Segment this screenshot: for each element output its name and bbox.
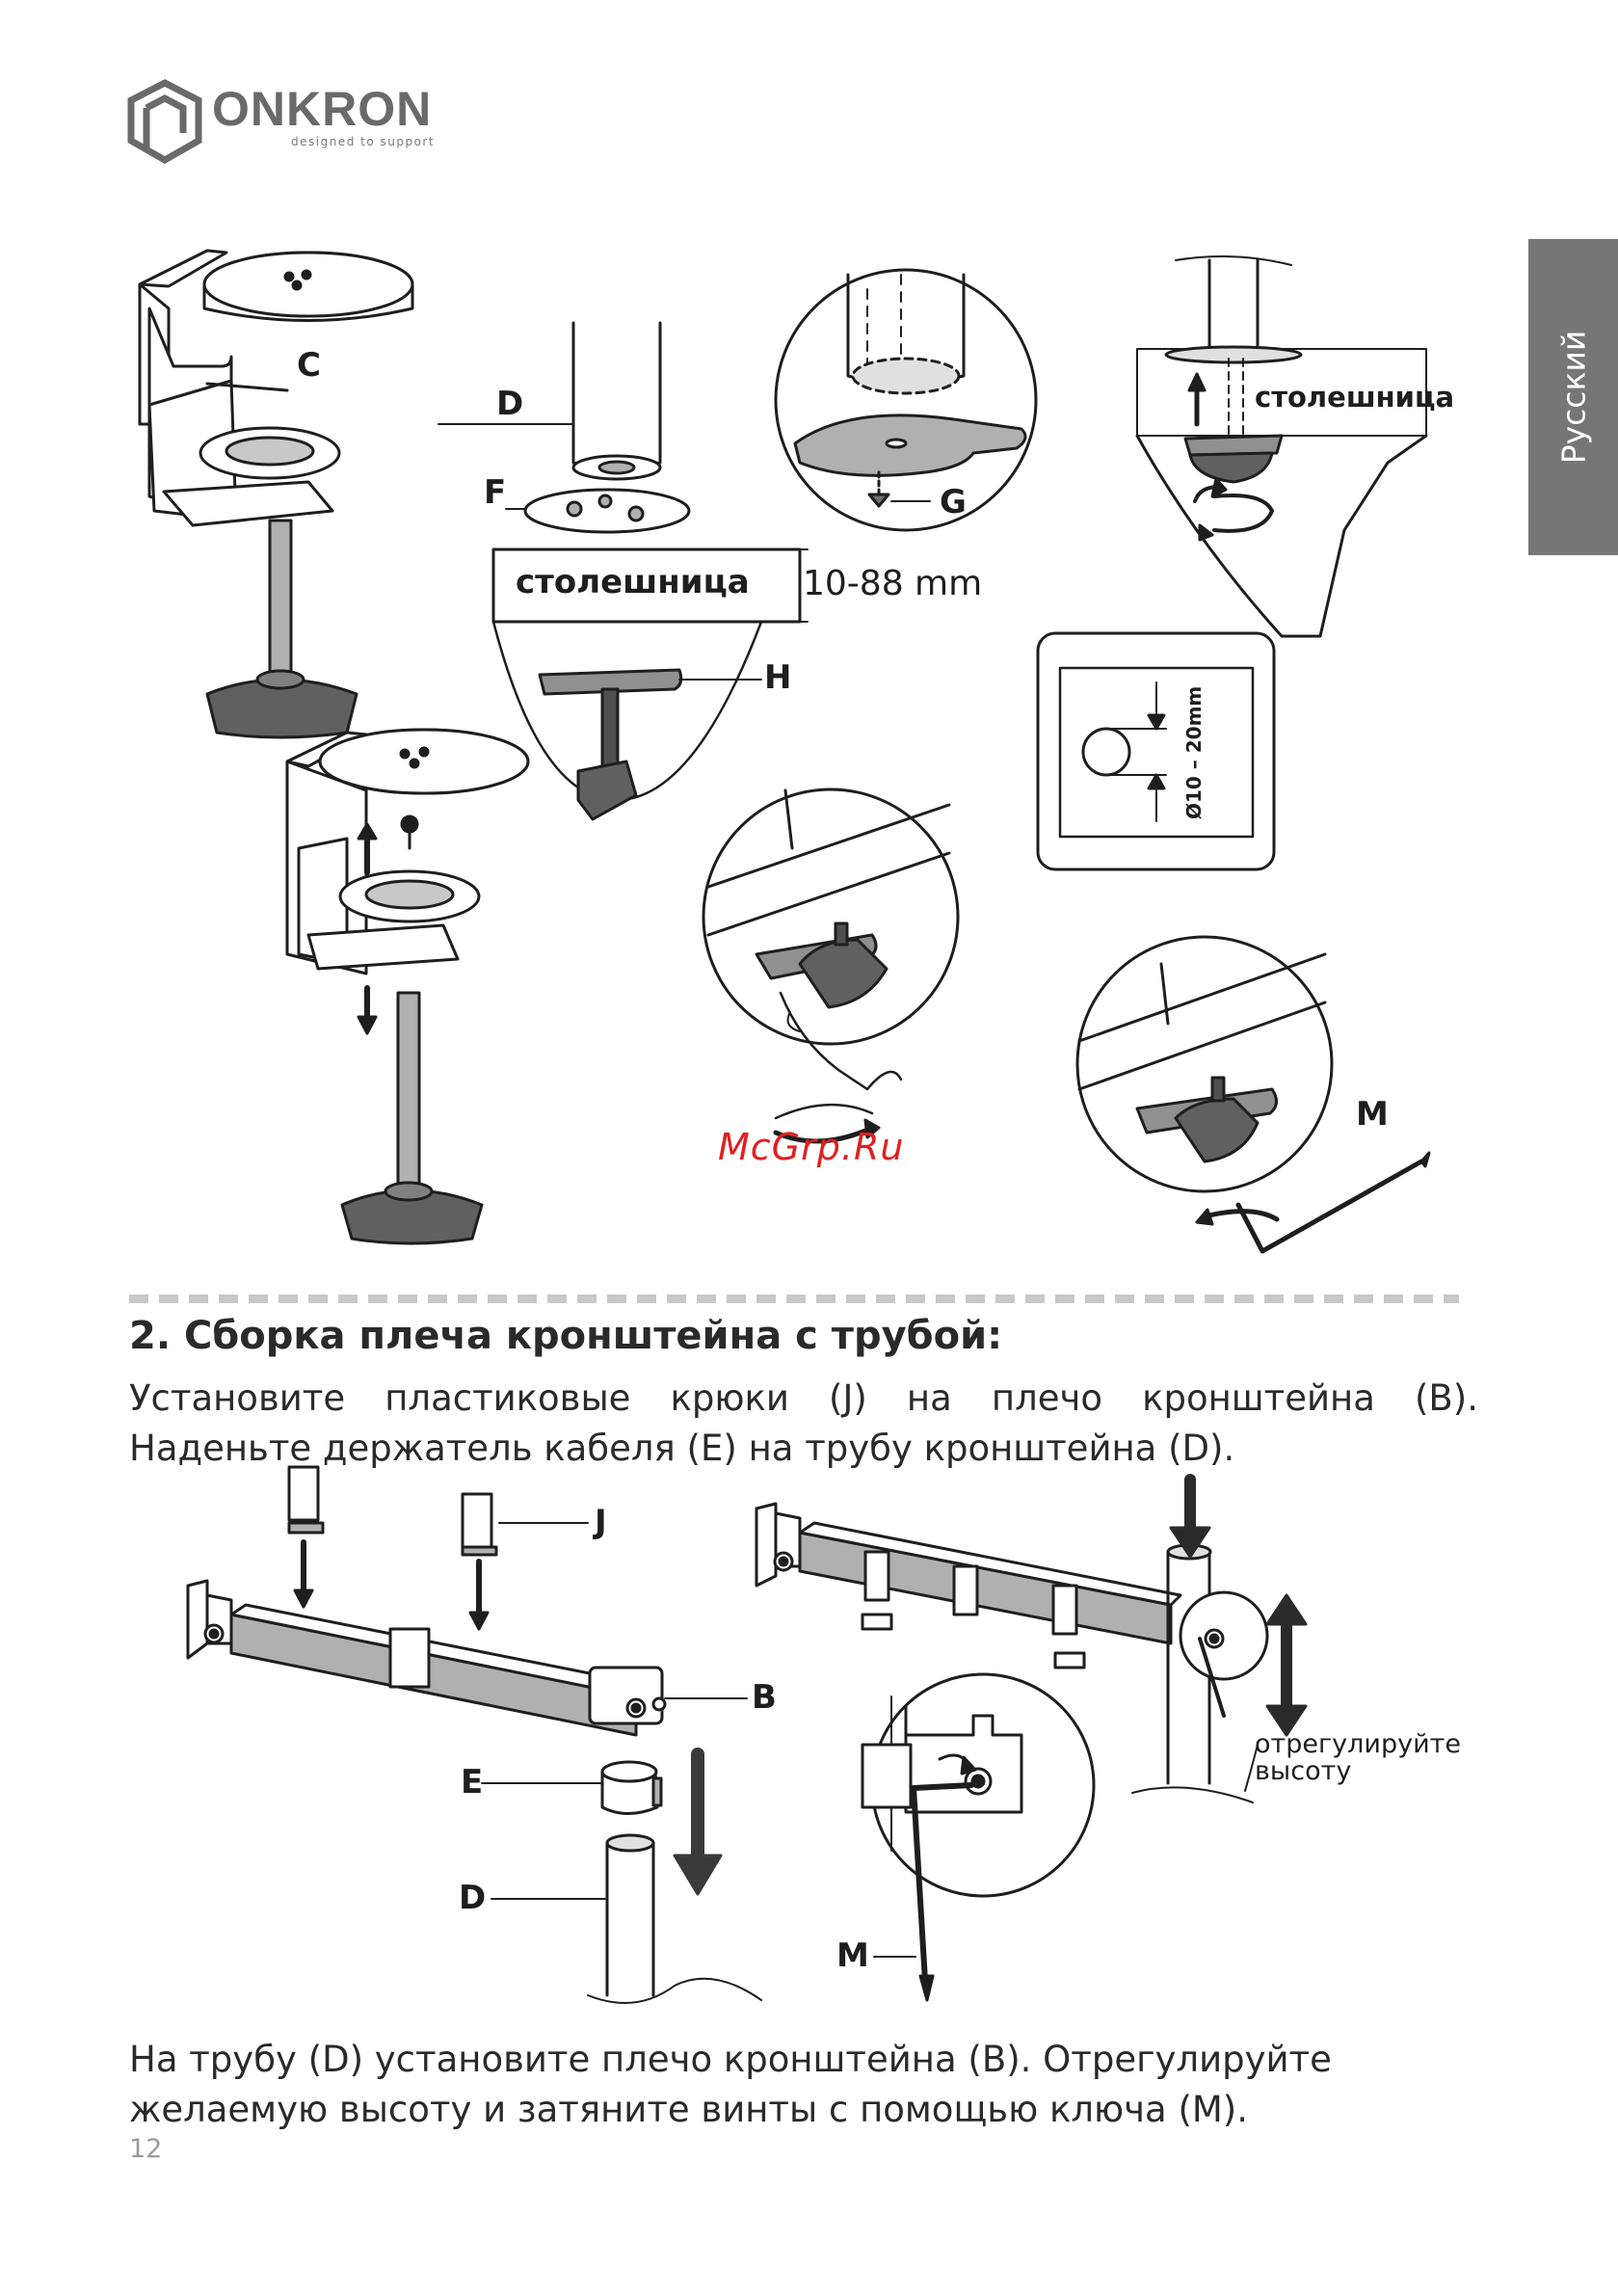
desk-clamp-figure-2: [285, 728, 530, 1245]
part-d-label: D: [496, 385, 523, 423]
page-number: 12: [129, 2134, 163, 2164]
part-m-label-top: M: [1356, 1095, 1389, 1134]
part-f-label: F: [484, 473, 506, 512]
tabletop-label-underside: столешница: [1255, 381, 1454, 414]
thickness-range-label: 10-88 mm: [803, 564, 982, 603]
cube-logo-icon: [127, 79, 202, 165]
section-divider: [129, 1295, 1459, 1303]
adjust-height-label-line1: отрегулируйте: [1255, 1729, 1461, 1759]
hole-diameter-label: Ø10 – 20mm: [1182, 686, 1206, 819]
section-heading: 2. Сборка плеча кронштейна с трубой:: [129, 1314, 1003, 1358]
brand-logo: ONKRON designed to support: [127, 79, 445, 166]
part-m-label-bottom: M: [836, 1936, 869, 1975]
adjust-height-label-line2: высоту: [1255, 1756, 1351, 1786]
brand-tagline: designed to support: [291, 135, 436, 148]
tabletop-underside-figure: [1135, 255, 1428, 638]
watermark: McGrp.Ru: [718, 1126, 905, 1168]
part-e-label: E: [461, 1763, 483, 1802]
arm-with-hooks-figure: [186, 1465, 748, 1737]
hex-key-tighten-circle: [1075, 935, 1431, 1254]
instruction-line-1: Установите пластиковые крюки (J) на плеч…: [129, 1377, 1478, 1419]
bottom-instruction-line-2: желаемую высоту и затяните винты с помощ…: [129, 2089, 1249, 2130]
part-j-label: J: [593, 1503, 607, 1541]
tabletop-label: столешница: [516, 563, 750, 601]
hole-diameter-box: [1036, 631, 1276, 871]
desk-clamp-figure-1: [138, 249, 414, 739]
instruction-line-2: Наденьте держатель кабеля (E) на трубу к…: [129, 1428, 1235, 1469]
part-h-label: H: [764, 658, 791, 697]
part-d-label-bottom: D: [459, 1879, 486, 1917]
bottom-instruction-line-1: На трубу (D) установите плечо кронштейна…: [129, 2039, 1332, 2080]
part-b-label: B: [752, 1678, 777, 1717]
post-and-plate-figure: [438, 321, 809, 821]
cable-holder-and-post-figure: [481, 1748, 762, 2004]
part-c-label: C: [297, 346, 321, 385]
part-g-label: G: [940, 483, 967, 521]
section-instructions: Установите пластиковые крюки (J) на плеч…: [129, 1374, 1478, 1474]
set-screw-zoom-circle: [861, 1672, 1096, 2002]
bottom-instructions: На трубу (D) установите плечо кронштейна…: [129, 2035, 1332, 2135]
language-tab[interactable]: Русский: [1528, 239, 1618, 555]
arm-on-post-figure: [755, 1474, 1308, 1803]
screw-detail-circle: [774, 268, 1038, 532]
brand-name: ONKRON: [212, 82, 433, 136]
hand-tighten-circle: [702, 788, 960, 1144]
